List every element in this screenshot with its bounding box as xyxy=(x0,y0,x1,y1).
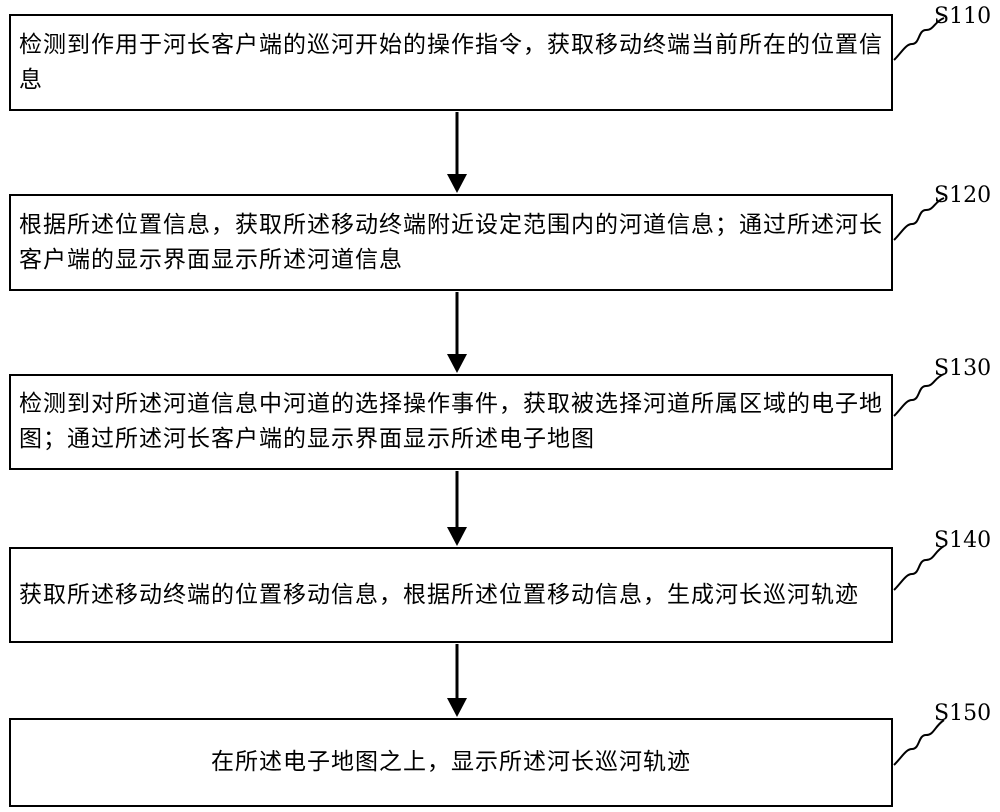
step-box-s140: 获取所述移动终端的位置移动信息，根据所述位置移动信息，生成河长巡河轨迹 xyxy=(9,547,893,643)
arrow-s120-to-s130 xyxy=(447,292,467,373)
step-label-s140: S140 xyxy=(934,528,992,553)
leader-line-s150 xyxy=(893,719,945,766)
step-text-s110: 检测到作用于河长客户端的巡河开始的操作指令，获取移动终端当前所在的位置信息 xyxy=(19,31,883,93)
arrowhead-icon xyxy=(447,698,467,717)
step-text-s140: 获取所述移动终端的位置移动信息，根据所述位置移动信息，生成河长巡河轨迹 xyxy=(19,581,859,608)
step-box-s110: 检测到作用于河长客户端的巡河开始的操作指令，获取移动终端当前所在的位置信息 xyxy=(9,14,893,111)
arrow-s140-to-s150 xyxy=(447,644,467,717)
leader-line-s130 xyxy=(893,373,945,417)
step-text-s120: 根据所述位置信息，获取所述移动终端附近设定范围内的河道信息；通过所述河长客户端的… xyxy=(19,211,883,273)
step-label-s130: S130 xyxy=(934,356,992,381)
step-box-s120: 根据所述位置信息，获取所述移动终端附近设定范围内的河道信息；通过所述河长客户端的… xyxy=(9,194,893,291)
leader-line-s120 xyxy=(893,197,945,241)
step-box-s130: 检测到对所述河道信息中河道的选择操作事件，获取被选择河道所属区域的电子地图；通过… xyxy=(9,374,893,470)
step-label-s110: S110 xyxy=(934,4,992,29)
arrow-s130-to-s140 xyxy=(447,471,467,546)
step-label-s120: S120 xyxy=(934,183,992,208)
step-text-s130: 检测到对所述河道信息中河道的选择操作事件，获取被选择河道所属区域的电子地图；通过… xyxy=(19,391,883,452)
step-box-s150: 在所述电子地图之上，显示所述河长巡河轨迹 xyxy=(9,718,893,807)
arrowhead-icon xyxy=(447,527,467,546)
arrowhead-icon xyxy=(447,354,467,373)
step-text-s150: 在所述电子地图之上，显示所述河长巡河轨迹 xyxy=(211,749,691,775)
step-label-s150: S150 xyxy=(934,701,992,726)
leader-line-s140 xyxy=(893,545,945,591)
arrow-s110-to-s120 xyxy=(447,112,467,193)
leader-line-s110 xyxy=(893,17,945,61)
arrowhead-icon xyxy=(447,174,467,193)
